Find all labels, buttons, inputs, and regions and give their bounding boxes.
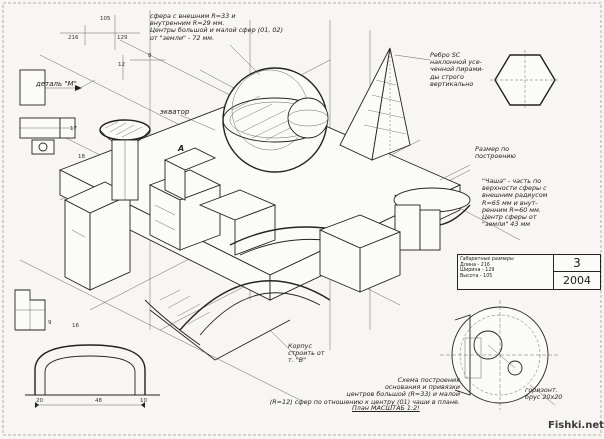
dim-48: 48 — [95, 398, 102, 404]
left-block — [63, 181, 132, 291]
tb-width: Ширина - 129 — [460, 268, 495, 274]
tb-year: 2004 — [563, 274, 591, 287]
tb-sheet-number: 3 — [554, 255, 600, 272]
plan-circle — [440, 300, 560, 410]
label-detail-m: деталь "М" — [36, 80, 77, 88]
dim-216: 216 — [68, 35, 79, 41]
right-block — [318, 214, 402, 293]
dim-10: 10 — [140, 398, 147, 404]
tb-heading: Габаритные размеры — [460, 257, 514, 262]
pyramid — [339, 47, 411, 161]
note-rib: Ребро SC наклонной усе- ченной пирами- д… — [430, 51, 484, 88]
step-profile — [14, 289, 46, 331]
small-sphere — [287, 97, 329, 139]
title-block: Габаритные размеры Длина - 216 Ширина - … — [457, 254, 601, 290]
dim-9: 9 — [48, 320, 52, 326]
title-block-dimensions: Габаритные размеры Длина - 216 Ширина - … — [458, 255, 554, 289]
note-bowl: "Чаша" - часть по верхности сферы с внеш… — [482, 177, 548, 229]
note-body: Корпус строить от т. "В" — [288, 342, 325, 365]
bowl — [393, 187, 471, 251]
label-point-a: A — [178, 144, 185, 153]
hexagon-view — [490, 50, 560, 110]
arch-detail — [25, 344, 160, 408]
note-sphere: сфера с внешним R=33 и внутренним R=29 м… — [150, 12, 283, 42]
stepped-blocks — [148, 147, 277, 256]
detail-views-left — [19, 69, 82, 155]
dim-12: 12 — [118, 62, 125, 68]
tb-length: Длина - 216 — [460, 262, 490, 268]
dim-105: 105 — [100, 16, 111, 22]
dim-8: 8 — [148, 53, 152, 59]
note-scheme: Схема построения основания и привязки це… — [269, 376, 460, 406]
note-plan-scale: План МАСШТАБ 1:2! — [352, 404, 420, 412]
dim-16: 16 — [72, 323, 79, 329]
watermark: Fishki.net — [548, 420, 604, 431]
dim-20: 20 — [36, 398, 43, 404]
label-equator: экватор — [160, 108, 190, 116]
dim-17: 17 — [70, 126, 77, 132]
dim-129: 129 — [117, 35, 128, 41]
dimension-lines — [60, 15, 165, 80]
note-beam: горизонт. брус 20х20 — [525, 386, 563, 402]
dim-18: 18 — [78, 154, 85, 160]
note-size: Размер по построению — [475, 145, 516, 161]
pedestal — [99, 119, 151, 201]
leader-lines — [79, 44, 471, 361]
tb-height: Высота - 105 — [460, 273, 493, 279]
